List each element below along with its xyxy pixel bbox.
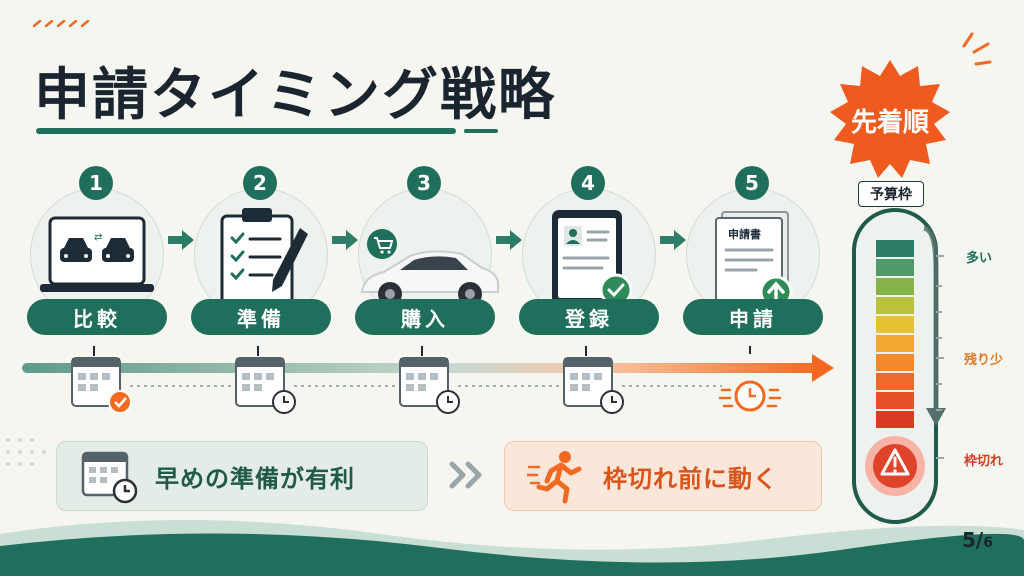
early-prep-panel: 早めの準備が有利 xyxy=(56,441,428,511)
step-label: 申請 xyxy=(683,299,823,335)
arrow-right-icon xyxy=(168,230,194,250)
dot-pattern xyxy=(6,438,46,466)
step-label: 購入 xyxy=(355,299,495,335)
doc-title: 申請書 xyxy=(728,227,761,241)
step-prepare: 2 準備 xyxy=(186,166,336,356)
step-label: 登録 xyxy=(519,299,659,335)
step-purchase: 3 購入 xyxy=(350,166,500,356)
title-underline xyxy=(36,128,498,134)
step-compare: ⇄ 1 比較 xyxy=(22,166,172,356)
early-prep-text: 早めの準備が有利 xyxy=(155,464,355,493)
laptop-compare-icon: ⇄ xyxy=(40,216,154,292)
step-register: 4 登録 xyxy=(514,166,664,356)
accent-dashes xyxy=(32,20,90,28)
starburst-badge xyxy=(830,60,950,178)
gauge-label-plenty: 多い xyxy=(966,251,993,266)
step-label: 準備 xyxy=(191,299,331,335)
timeline xyxy=(22,346,834,414)
running-person-icon xyxy=(527,451,582,504)
burst-lines xyxy=(962,32,992,66)
gauge-label-exhausted: 枠切れ xyxy=(964,454,1004,469)
step-number: 5 xyxy=(735,166,769,200)
gauge-label-low: 残り少 xyxy=(964,353,1004,368)
electric-car-icon xyxy=(360,229,499,306)
calendar-clock-icon xyxy=(81,451,138,504)
act-before-cutoff-panel: 枠切れ前に動く xyxy=(504,441,822,511)
arrow-right-icon xyxy=(332,230,358,250)
arrow-right-icon xyxy=(660,230,686,250)
arrow-right-icon xyxy=(496,230,522,250)
tablet-register-icon xyxy=(552,210,633,307)
step-number: 4 xyxy=(571,166,605,200)
badge-label: 先着順 xyxy=(850,107,929,138)
svg-text:⇄: ⇄ xyxy=(94,232,102,243)
clipboard-checklist-icon xyxy=(220,208,308,308)
budget-gauge-title: 予算枠 xyxy=(858,181,924,207)
page-title: 申請タイミング戦略 xyxy=(34,63,556,128)
step-number: 2 xyxy=(243,166,277,200)
application-document-icon: 申請書 xyxy=(715,211,793,309)
step-number: 3 xyxy=(407,166,441,200)
act-before-cutoff-text: 枠切れ前に動く xyxy=(603,464,778,493)
double-chevron-icon xyxy=(449,461,482,489)
step-apply: 申請書 5 申請 xyxy=(678,166,828,356)
budget-gauge xyxy=(852,208,946,524)
step-label: 比較 xyxy=(27,299,167,335)
page-number: 5/6 xyxy=(962,528,993,552)
bottom-wave xyxy=(0,520,1024,576)
step-number: 1 xyxy=(79,166,113,200)
